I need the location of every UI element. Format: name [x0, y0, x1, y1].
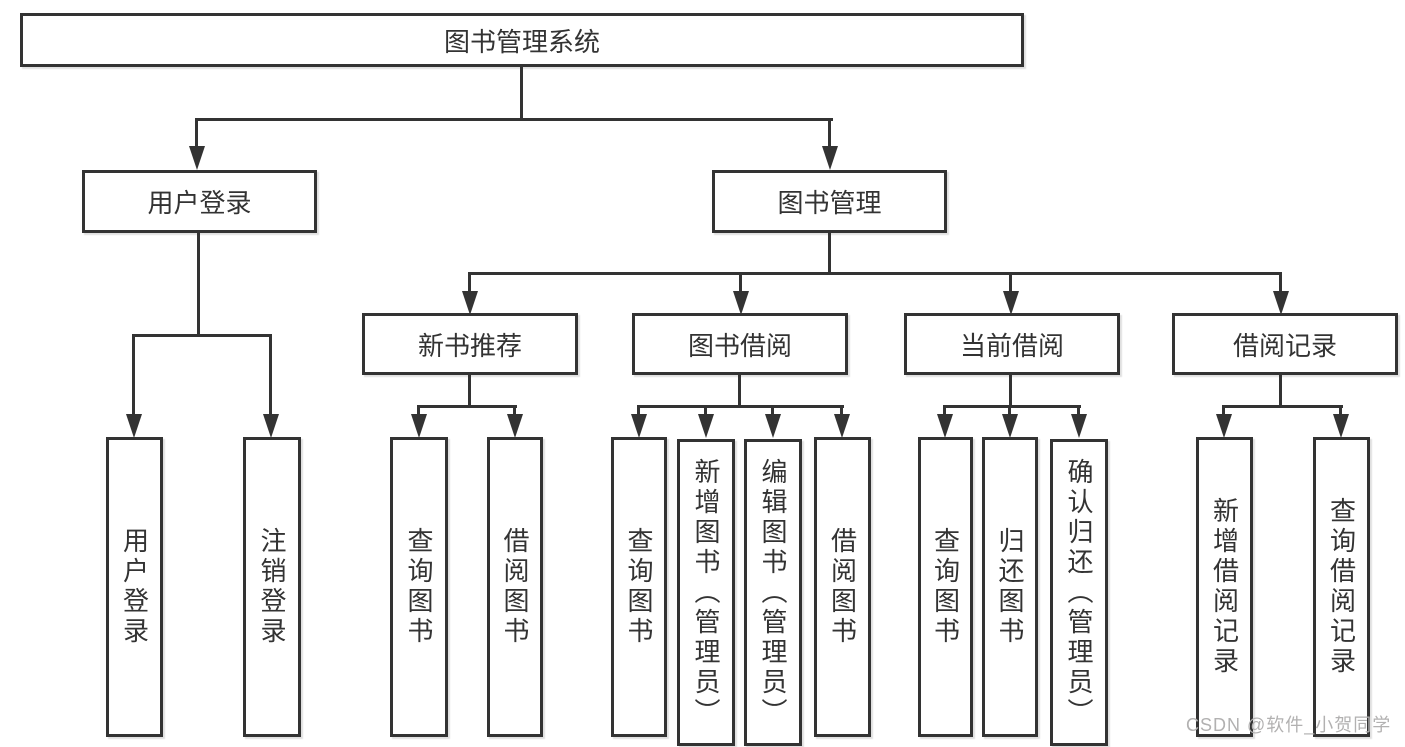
leaf-logout: 注销登录	[243, 437, 301, 737]
leaf-label: 查询图书	[404, 527, 434, 647]
leaf-label: 查询借阅记录	[1326, 497, 1357, 677]
arrowhead-icon	[263, 414, 279, 438]
leaf-label: 编辑图书（管理员）	[758, 457, 788, 728]
node-root-library-system: 图书管理系统	[20, 13, 1024, 67]
arrowhead-icon	[937, 414, 953, 438]
leaf-label: 查询图书	[624, 527, 654, 647]
arrowhead-icon	[189, 146, 205, 170]
connector-line	[132, 334, 272, 337]
connector-line	[1279, 375, 1282, 408]
connector-line	[1008, 405, 1011, 417]
leaf-label: 新增图书（管理员）	[691, 457, 721, 728]
node-label: 图书管理系统	[443, 26, 600, 57]
connector-line	[637, 405, 640, 417]
leaf-add-borrow-record: 新增借阅记录	[1196, 437, 1253, 737]
arrowhead-icon	[834, 414, 850, 438]
arrowhead-icon	[507, 414, 523, 438]
connector-line	[1009, 272, 1012, 294]
node-label: 借阅记录	[1232, 330, 1337, 361]
arrowhead-icon	[822, 146, 838, 170]
leaf-user-login: 用户登录	[106, 437, 163, 737]
node-label: 用户登录	[147, 188, 252, 218]
connector-line	[1222, 405, 1343, 408]
connector-line	[468, 272, 1282, 275]
arrowhead-icon	[462, 291, 478, 315]
csdn-watermark: CSDN @软件_小贺同学	[1186, 715, 1392, 735]
leaf-query-books-current: 查询图书	[918, 437, 973, 737]
connector-line	[195, 118, 198, 150]
leaf-label: 查询图书	[930, 527, 961, 647]
leaf-label: 注销登录	[257, 527, 287, 647]
connector-line	[1339, 405, 1342, 417]
leaf-return-books: 归还图书	[982, 437, 1038, 737]
connector-line	[417, 405, 420, 417]
arrowhead-icon	[733, 291, 749, 315]
connector-line	[468, 375, 471, 408]
arrowhead-icon	[1273, 291, 1289, 315]
node-label: 当前借阅	[959, 330, 1064, 361]
connector-line	[739, 272, 742, 294]
connector-line	[1009, 375, 1012, 408]
connector-line	[771, 405, 774, 417]
node-label: 图书管理	[777, 188, 882, 218]
arrowhead-icon	[411, 414, 427, 438]
node-borrow-records: 借阅记录	[1172, 313, 1398, 375]
connector-line	[738, 375, 741, 408]
connector-line	[704, 405, 707, 417]
leaf-confirm-return-admin: 确认归还（管理员）	[1050, 439, 1108, 746]
connector-line	[132, 334, 135, 416]
connector-line	[197, 233, 200, 337]
connector-line	[269, 334, 272, 416]
connector-line	[417, 405, 517, 408]
leaf-query-books-recommend: 查询图书	[390, 437, 448, 737]
connector-line	[1279, 272, 1282, 294]
arrowhead-icon	[1216, 414, 1232, 438]
node-user-login: 用户登录	[82, 170, 317, 233]
arrowhead-icon	[631, 414, 647, 438]
leaf-edit-books-admin: 编辑图书（管理员）	[744, 439, 802, 746]
arrowhead-icon	[126, 414, 142, 438]
connector-line	[513, 405, 516, 417]
connector-line	[1077, 405, 1080, 417]
arrowhead-icon	[1071, 414, 1087, 438]
leaf-label: 新增借阅记录	[1209, 497, 1240, 677]
connector-line	[195, 118, 833, 121]
node-new-book-recommend: 新书推荐	[362, 313, 578, 375]
connector-line	[1222, 405, 1225, 417]
connector-line	[520, 67, 523, 121]
leaf-label: 借阅图书	[500, 527, 530, 647]
node-current-borrowing: 当前借阅	[904, 313, 1120, 375]
arrowhead-icon	[1333, 414, 1349, 438]
arrowhead-icon	[1003, 291, 1019, 315]
leaf-label: 用户登录	[119, 527, 150, 647]
connector-line	[840, 405, 843, 417]
connector-line	[468, 272, 471, 294]
node-book-borrowing: 图书借阅	[632, 313, 848, 375]
leaf-label: 借阅图书	[827, 527, 858, 647]
connector-line	[828, 233, 831, 275]
node-label: 图书借阅	[687, 330, 792, 361]
leaf-label: 确认归还（管理员）	[1064, 457, 1094, 728]
node-book-management: 图书管理	[712, 170, 947, 233]
leaf-borrow-books-recommend: 借阅图书	[487, 437, 543, 737]
leaf-label: 归还图书	[995, 527, 1025, 647]
leaf-query-books-borrow: 查询图书	[611, 437, 667, 737]
arrowhead-icon	[1002, 414, 1018, 438]
node-label: 新书推荐	[417, 330, 522, 361]
connector-line	[943, 405, 946, 417]
arrowhead-icon	[765, 414, 781, 438]
connector-line	[943, 405, 1081, 408]
arrowhead-icon	[698, 414, 714, 438]
leaf-borrow-books: 借阅图书	[814, 437, 871, 737]
connector-line	[828, 118, 831, 150]
connector-line	[637, 405, 844, 408]
leaf-add-books-admin: 新增图书（管理员）	[677, 439, 735, 746]
leaf-query-borrow-record: 查询借阅记录	[1313, 437, 1370, 737]
